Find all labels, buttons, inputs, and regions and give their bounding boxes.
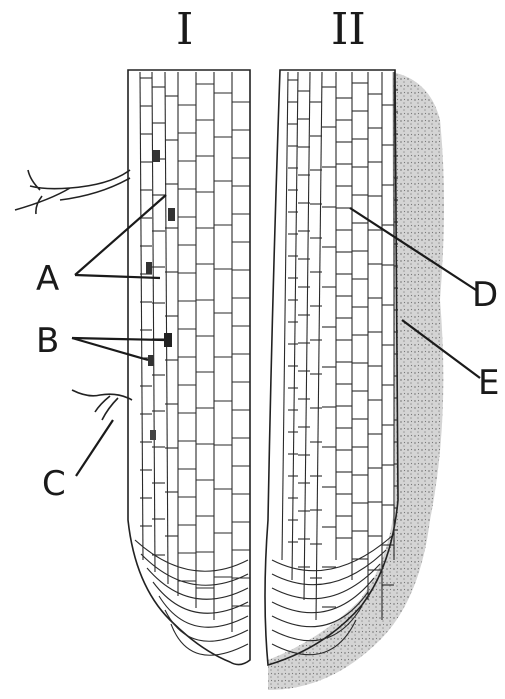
- root-hair-lower: [72, 390, 132, 420]
- nucleus: [148, 355, 154, 366]
- cell-wall: [152, 72, 155, 572]
- panel-label-ii: II: [331, 4, 366, 55]
- nucleus: [164, 333, 172, 347]
- root-section-i: [15, 70, 250, 665]
- label-b: B: [36, 321, 59, 361]
- label-d: D: [472, 275, 498, 315]
- label-a: A: [36, 259, 59, 299]
- label-e: E: [478, 363, 499, 403]
- cell-wall: [316, 72, 322, 620]
- nucleus: [150, 430, 156, 440]
- cell-wall: [292, 72, 298, 580]
- cell-wall: [135, 540, 248, 571]
- panel-label-i: I: [176, 4, 193, 55]
- leader-a-2: [75, 275, 160, 278]
- cell-wall: [272, 564, 380, 599]
- label-c: C: [42, 464, 66, 504]
- cell-wall: [304, 72, 310, 600]
- cell-wall: [272, 536, 392, 571]
- leader-c: [76, 420, 113, 476]
- leader-b-2: [72, 338, 148, 360]
- root-hair-upper: [15, 170, 130, 214]
- cell-wall: [171, 624, 248, 655]
- cell-wall: [282, 72, 288, 560]
- cell-wall: [147, 568, 248, 599]
- leader-a-1: [75, 195, 166, 275]
- cell-wall: [165, 72, 168, 584]
- nucleus: [153, 150, 160, 162]
- root-section-ii: [265, 70, 444, 690]
- nucleus: [168, 208, 175, 221]
- leader-b-1: [72, 338, 164, 340]
- cell-wall: [140, 72, 143, 560]
- nucleus: [146, 262, 152, 274]
